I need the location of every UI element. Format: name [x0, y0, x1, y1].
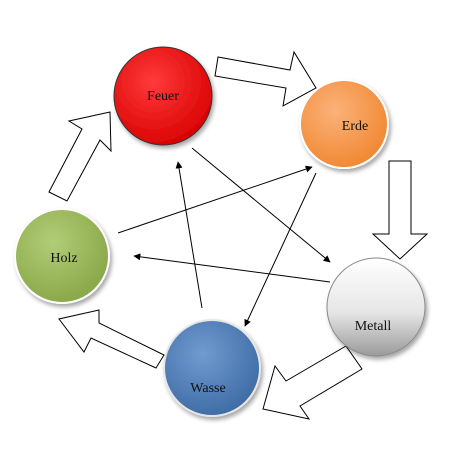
node-circle-holz — [14, 208, 110, 304]
cycle-arrow-wasser-to-holz — [58, 309, 165, 369]
node-label-holz: Holz — [50, 251, 77, 266]
node-circle-erde — [299, 79, 389, 169]
cycle-arrow-holz-to-feuer — [48, 111, 112, 202]
control-arrow-feuer-to-metall — [191, 147, 331, 263]
control-arrows — [117, 147, 331, 327]
node-metall: Metall — [326, 257, 426, 357]
cycle-arrows — [48, 50, 429, 420]
node-label-feuer: Feuer — [147, 89, 179, 104]
node-feuer: Feuer — [113, 46, 213, 146]
node-label-metall: Metall — [355, 319, 392, 334]
control-arrow-wasser-to-feuer — [175, 161, 203, 309]
node-circle-wasser — [163, 319, 261, 417]
node-label-wasser: Wasse — [190, 381, 225, 396]
cycle-arrow-erde-to-metall — [371, 160, 429, 260]
control-arrow-erde-to-wasser — [244, 172, 317, 327]
control-arrow-metall-to-holz — [133, 253, 331, 283]
cycle-arrow-metall-to-wasser — [262, 345, 363, 420]
node-wasser: Wasse — [163, 319, 261, 417]
node-circle-metall — [326, 257, 426, 357]
node-label-erde: Erde — [342, 119, 368, 134]
cycle-arrow-feuer-to-erde — [214, 50, 317, 107]
node-erde: Erde — [299, 79, 389, 169]
node-holz: Holz — [14, 208, 110, 304]
control-arrow-holz-to-erde — [117, 165, 313, 234]
node-circle-feuer — [113, 46, 213, 146]
